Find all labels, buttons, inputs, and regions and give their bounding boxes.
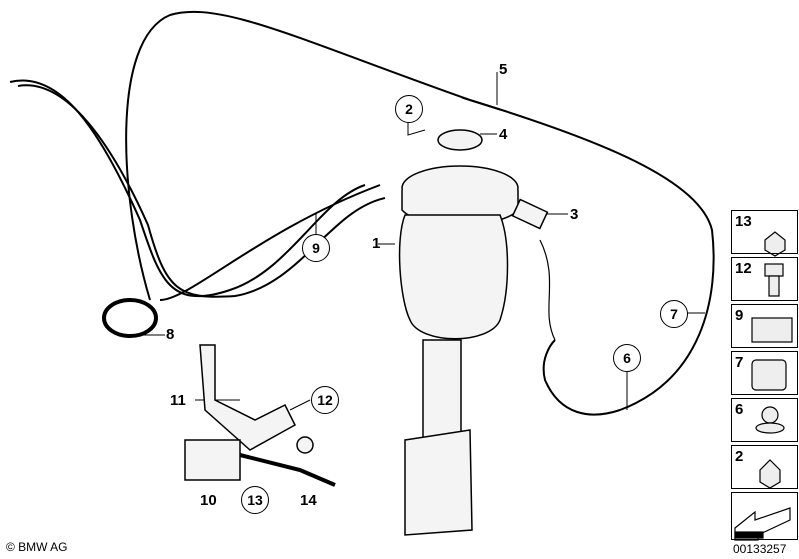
air-line-left xyxy=(9,79,366,298)
legend-box-12: 12 xyxy=(731,257,798,301)
link-ball xyxy=(296,436,314,454)
height-sensor xyxy=(184,439,241,481)
callout-14: 14 xyxy=(300,492,317,509)
callout-11: 11 xyxy=(170,392,186,409)
callout-10: 10 xyxy=(200,492,217,509)
callout-2: 2 xyxy=(395,95,423,123)
callout-4: 4 xyxy=(499,126,508,143)
bracket xyxy=(199,344,296,451)
callout-3: 3 xyxy=(570,206,579,223)
callout-8: 8 xyxy=(166,326,175,343)
air-line-short xyxy=(159,184,381,301)
callout-1: 1 xyxy=(372,235,381,252)
legend-box-13: 13 xyxy=(731,210,798,254)
legend-box-arrow xyxy=(731,492,798,540)
air-bellows xyxy=(398,214,509,340)
legend-box-9: 9 xyxy=(731,304,798,348)
strut-bracket xyxy=(404,429,473,536)
legend-box-6: 6 xyxy=(731,398,798,442)
diagram-code: 00133257 xyxy=(733,542,787,556)
legend-box-2: 2 xyxy=(731,445,798,489)
air-line-long xyxy=(125,10,715,416)
callout-12: 12 xyxy=(311,386,339,414)
callout-7: 7 xyxy=(660,300,688,328)
callout-5: 5 xyxy=(499,61,508,78)
legend-box-7: 7 xyxy=(731,351,798,395)
callout-6: 6 xyxy=(613,344,641,372)
callout-13: 13 xyxy=(241,486,269,514)
valve xyxy=(511,198,549,230)
copyright: © BMW AG xyxy=(6,540,68,554)
callout-9: 9 xyxy=(302,234,330,262)
cap xyxy=(437,129,483,151)
clamp xyxy=(102,298,158,338)
